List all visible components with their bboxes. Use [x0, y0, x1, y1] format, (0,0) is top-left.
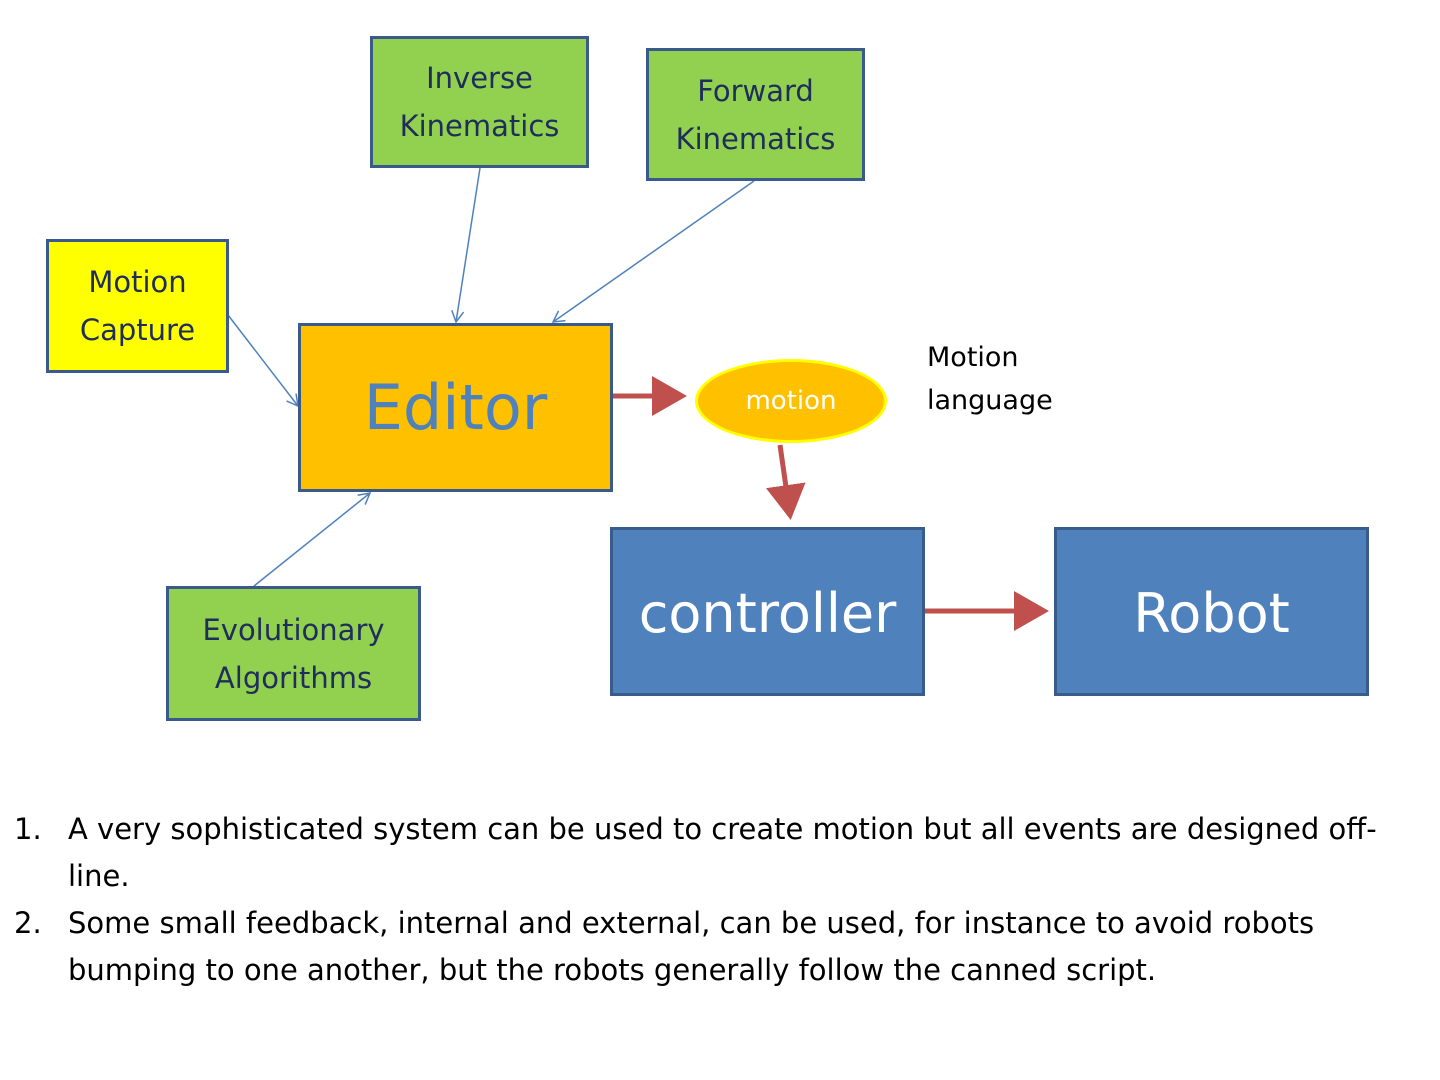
arrow-inverse-to-editor	[451, 167, 481, 324]
node-label: motion	[745, 386, 837, 416]
node-label: Robot	[1133, 582, 1290, 645]
node-label: Capture	[79, 313, 196, 347]
list-number: 2.	[14, 906, 42, 940]
list-item: 1. A very sophisticated system can be use…	[14, 806, 1414, 900]
node-robot: Robot	[1054, 527, 1369, 696]
notes-list: 1. A very sophisticated system can be use…	[14, 806, 1414, 994]
arrow-forward-to-editor	[551, 180, 755, 323]
node-motion: motion	[695, 359, 887, 443]
node-label: Motion	[88, 265, 187, 299]
annotation-line: language	[927, 385, 1053, 416]
node-label: Inverse	[426, 61, 533, 95]
node-label: Evolutionary	[202, 612, 385, 647]
node-label: Editor	[363, 371, 548, 444]
motion-language-annotation: Motion language	[927, 336, 1053, 422]
list-item: 2. Some small feedback, internal and exte…	[14, 900, 1414, 994]
node-label: Kinematics	[399, 109, 560, 143]
node-label: Algorithms	[214, 660, 373, 695]
node-label: Forward	[697, 73, 814, 108]
node-controller: controller	[610, 527, 925, 696]
arrow-capture-to-editor	[227, 314, 299, 408]
arrow-motion-to-controller	[765, 444, 806, 520]
node-label: Kinematics	[675, 121, 836, 156]
list-number: 1.	[14, 812, 42, 846]
annotation-line: Motion	[927, 342, 1019, 373]
arrow-evolutionary-to-editor	[253, 492, 372, 587]
list-text: A very sophisticated system can be used …	[68, 812, 1377, 893]
node-editor: Editor	[298, 323, 613, 492]
node-label: controller	[638, 582, 897, 645]
list-text: Some small feedback, internal and extern…	[68, 906, 1315, 987]
